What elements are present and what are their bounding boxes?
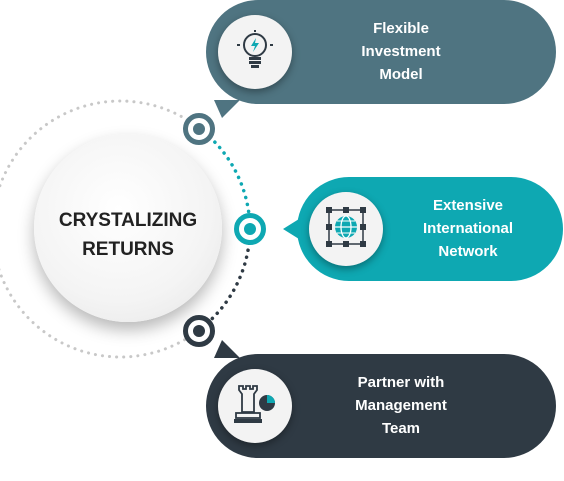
node-dot xyxy=(244,223,256,235)
bubble-tail xyxy=(283,219,299,239)
icon-badge xyxy=(309,192,383,266)
item-flexible-investment: Flexible Investment Model xyxy=(206,0,556,118)
ring-node-3 xyxy=(183,315,215,347)
item-label: Partner with Management Team xyxy=(355,374,447,437)
ring-node-1 xyxy=(183,113,215,145)
chess-rook-icon xyxy=(233,384,277,429)
node-dot xyxy=(193,325,205,337)
item-management-team: Partner with Management Team xyxy=(206,340,556,458)
item-label: Flexible Investment Model xyxy=(361,20,441,83)
center-title: CRYSTALIZING RETURNS xyxy=(58,210,198,260)
bubble-tail xyxy=(214,100,240,118)
globe-network-icon xyxy=(325,206,367,253)
bubble-tail xyxy=(214,340,240,358)
lightbulb-icon xyxy=(237,29,273,75)
center-circle: CRYSTALIZING RETURNS xyxy=(34,134,222,322)
node-dot xyxy=(193,123,205,135)
icon-badge xyxy=(218,15,292,89)
icon-badge xyxy=(218,369,292,443)
item-label: Extensive International Network xyxy=(422,197,513,260)
ring-node-2 xyxy=(234,213,266,245)
item-international-network: Extensive International Network xyxy=(283,177,563,281)
